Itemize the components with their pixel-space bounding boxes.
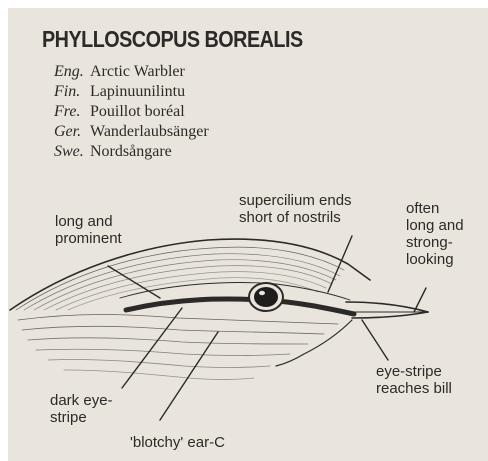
annotation-long-prominent: long and prominent (55, 213, 122, 247)
leader-dark-eye-stripe (122, 308, 182, 388)
eye-highlight (259, 291, 265, 295)
annotation-dark-eye-stripe: dark eye- stripe (50, 392, 113, 426)
face-hatching-1 (18, 315, 338, 325)
bill-lower (352, 312, 428, 318)
eye-stripe (126, 299, 354, 314)
annotation-bill: often long and strong- looking (406, 200, 464, 268)
face-hatching-4 (36, 349, 290, 355)
eye-icon (254, 287, 278, 307)
annotation-blotchy-ear-c: 'blotchy' ear-C (130, 434, 225, 451)
field-guide-page: PHYLLOSCOPUS BOREALIS Eng.Arctic Warbler… (8, 8, 488, 461)
face-hatching-5 (48, 359, 270, 367)
leader-bill (414, 288, 426, 312)
face-hatching-6 (64, 370, 254, 380)
throat-outline (276, 320, 352, 366)
face-hatching-2 (22, 326, 324, 334)
annotation-supercilium: supercilium ends short of nostrils (239, 192, 352, 226)
bill-upper (346, 302, 428, 312)
leader-eye-stripe-bill (362, 320, 388, 360)
face-hatching-3 (28, 338, 308, 344)
annotation-eye-stripe-reaches-bill: eye-stripe reaches bill (376, 363, 452, 397)
